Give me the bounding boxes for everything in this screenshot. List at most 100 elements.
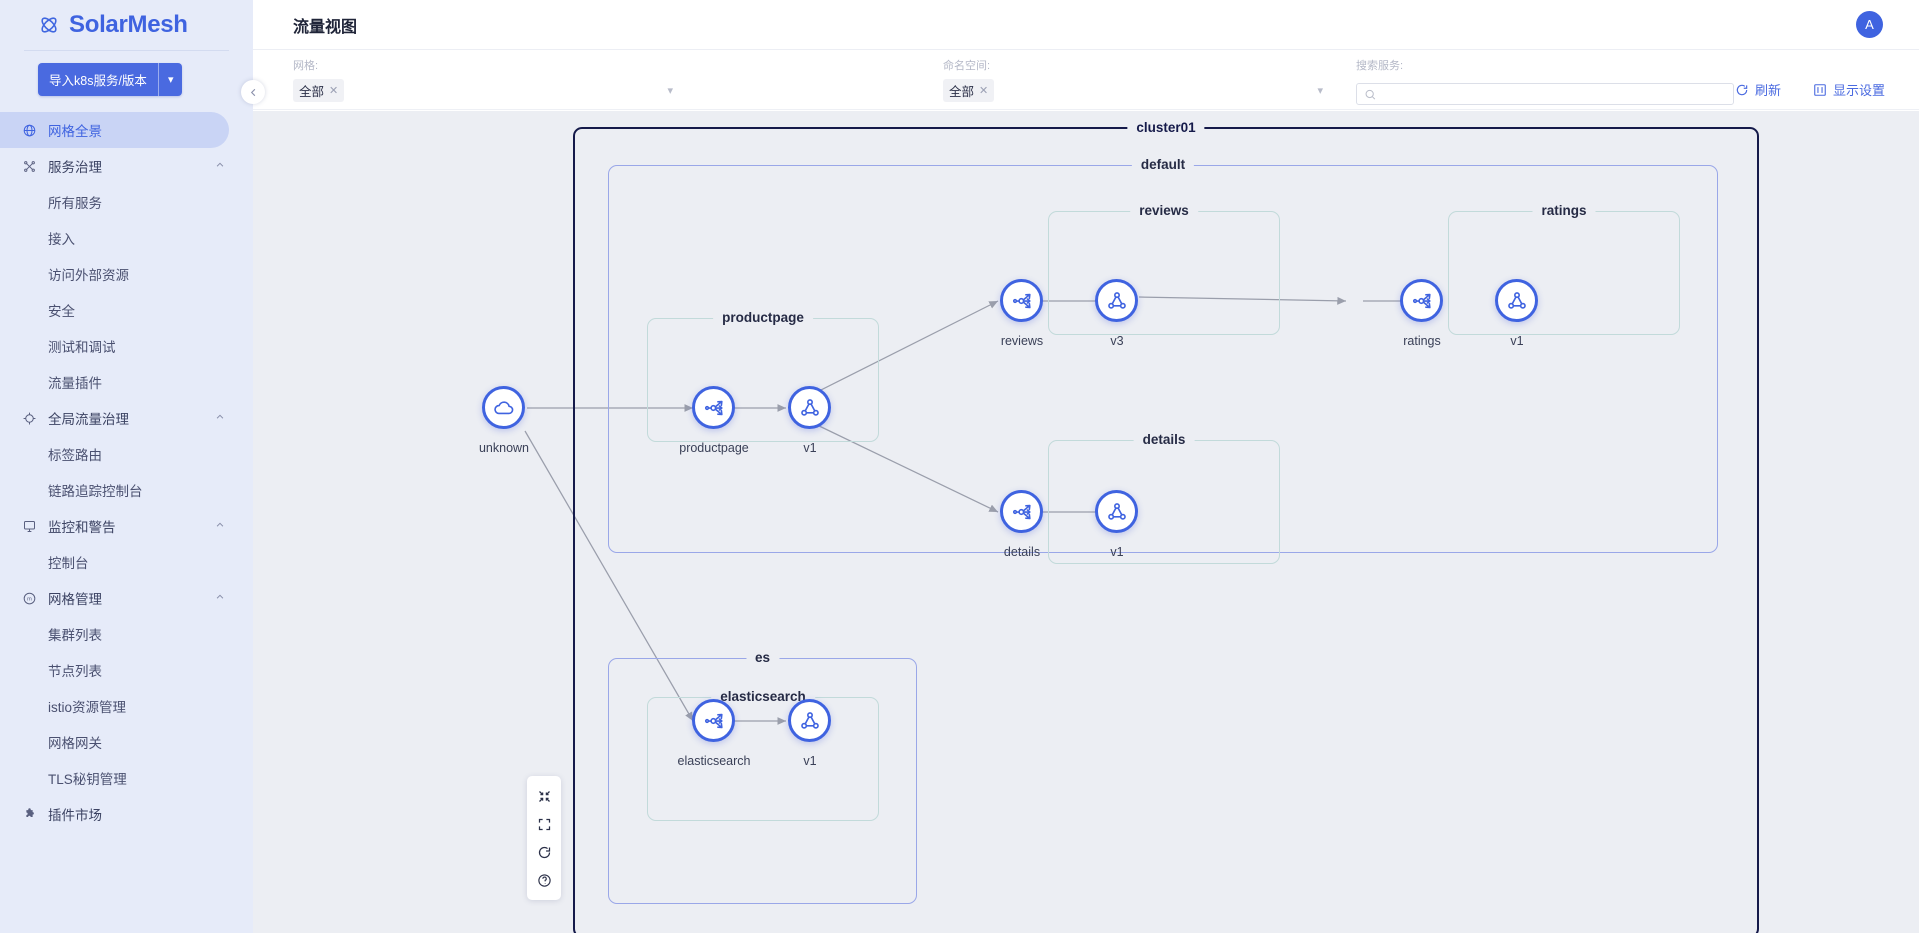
sidebar-subitem-TLS秘钥管理[interactable]: TLS秘钥管理 <box>0 760 253 796</box>
sidebar-item-label: 服务治理 <box>48 160 102 175</box>
sidebar-subitem-label: 安全 <box>48 304 75 319</box>
sidebar-subitem-集群列表[interactable]: 集群列表 <box>0 616 253 652</box>
avatar[interactable]: A <box>1856 11 1883 38</box>
search-input[interactable] <box>1381 86 1733 102</box>
workload-icon[interactable] <box>1095 490 1138 533</box>
sidebar-subitem-访问外部资源[interactable]: 访问外部资源 <box>0 256 253 292</box>
chevron-down-icon[interactable]: ▾ <box>667 84 673 97</box>
service-box-elasticsearch[interactable]: elasticsearch <box>647 689 879 821</box>
workload-icon[interactable] <box>1095 279 1138 322</box>
help-icon[interactable] <box>527 866 561 894</box>
sidebar-subitem-链路追踪控制台[interactable]: 链路追踪控制台 <box>0 472 253 508</box>
sidebar-item-全局流量治理[interactable]: 全局流量治理 <box>0 400 253 436</box>
workload-icon[interactable] <box>788 699 831 742</box>
close-icon[interactable]: ✕ <box>979 84 989 97</box>
import-button-divider <box>157 63 159 96</box>
traffic-graph-canvas[interactable]: cluster01 default es productpage reviews… <box>253 111 1919 933</box>
refresh-icon <box>1736 84 1748 95</box>
chevron-down-icon[interactable]: ▾ <box>167 74 174 86</box>
graph-node-reviews-v3[interactable]: v3 <box>1093 279 1141 348</box>
namespace-label: default <box>1131 157 1195 172</box>
import-k8s-service-button[interactable]: 导入k8s服务/版本 ▾ <box>38 63 183 96</box>
graph-node-ratings-v1[interactable]: v1 <box>1493 279 1541 348</box>
sidebar-subitem-所有服务[interactable]: 所有服务 <box>0 184 253 220</box>
sidebar-subitem-label: 集群列表 <box>48 628 102 643</box>
chevron-up-icon[interactable] <box>215 160 225 173</box>
fit-screen-icon[interactable] <box>527 810 561 838</box>
graph-node-details-v1[interactable]: v1 <box>1093 490 1141 559</box>
workload-icon[interactable] <box>788 386 831 429</box>
service-label: ratings <box>1532 203 1596 218</box>
namespace-box-es[interactable]: es <box>608 650 917 904</box>
close-icon[interactable]: ✕ <box>329 84 339 97</box>
reload-icon[interactable] <box>527 838 561 866</box>
sidebar-subitem-控制台[interactable]: 控制台 <box>0 544 253 580</box>
shrink-icon[interactable] <box>527 782 561 810</box>
sidebar-collapse-button[interactable] <box>241 80 265 104</box>
sidebar-subitem-网格网关[interactable]: 网格网关 <box>0 724 253 760</box>
graph-node-label: v1 <box>1110 545 1124 559</box>
chevron-down-icon[interactable]: ▾ <box>1317 84 1323 97</box>
sidebar-subitem-安全[interactable]: 安全 <box>0 292 253 328</box>
sidebar-item-服务治理[interactable]: 服务治理 <box>0 148 253 184</box>
workload-icon[interactable] <box>1495 279 1538 322</box>
namespace-filter-select[interactable]: 全部 ✕ ▾ <box>943 78 1323 102</box>
service-label: reviews <box>1130 203 1198 218</box>
filter-bar: 网格: 全部 ✕ ▾ 命名空间: 全部 ✕ ▾ 搜索服务: <box>253 50 1919 110</box>
sidebar-subitem-label: 测试和调试 <box>48 340 116 355</box>
graph-node-label: ratings <box>1403 334 1441 348</box>
sidebar-subitem-label: 接入 <box>48 232 75 247</box>
sidebar-subitem-接入[interactable]: 接入 <box>0 220 253 256</box>
graph-node-reviews[interactable]: reviews <box>998 279 1046 348</box>
graph-node-label: v1 <box>1510 334 1524 348</box>
namespace-filter-label: 命名空间: <box>943 60 991 72</box>
sidebar-subitem-label: 节点列表 <box>48 664 102 679</box>
sidebar-subitem-测试和调试[interactable]: 测试和调试 <box>0 328 253 364</box>
namespace-filter: 命名空间: 全部 ✕ ▾ <box>943 57 1323 102</box>
graph-node-productpage-v1[interactable]: v1 <box>786 386 834 455</box>
graph-node-unknown[interactable]: unknown <box>479 386 529 455</box>
sidebar-subitem-流量插件[interactable]: 流量插件 <box>0 364 253 400</box>
service-split-icon[interactable] <box>1000 279 1043 322</box>
service-label: details <box>1133 432 1195 447</box>
service-box-ratings[interactable]: ratings <box>1448 203 1680 335</box>
sidebar-subitem-标签路由[interactable]: 标签路由 <box>0 436 253 472</box>
nodes-icon <box>20 159 38 174</box>
sidebar-item-label: 网格管理 <box>48 592 102 607</box>
graph-node-details[interactable]: details <box>998 490 1046 559</box>
graph-node-elasticsearch-v1[interactable]: v1 <box>786 699 834 768</box>
mesh-filter-select[interactable]: 全部 ✕ ▾ <box>293 78 673 102</box>
graph-node-label: elasticsearch <box>677 754 751 768</box>
search-box[interactable] <box>1356 83 1734 105</box>
sidebar-subitem-label: TLS秘钥管理 <box>48 772 127 787</box>
sidebar-item-监控和警告[interactable]: 监控和警告 <box>0 508 253 544</box>
graph-node-label: unknown <box>478 441 530 455</box>
service-box-productpage[interactable]: productpage <box>647 310 879 442</box>
display-settings-button[interactable]: 显示设置 <box>1813 80 1885 99</box>
cloud-icon[interactable] <box>482 386 525 429</box>
sidebar-item-label: 监控和警告 <box>48 520 116 535</box>
cluster-box-cluster01[interactable]: cluster01 <box>573 120 1759 933</box>
graph-node-productpage[interactable]: productpage <box>679 386 749 455</box>
sidebar-item-插件市场[interactable]: 插件市场 <box>0 796 253 832</box>
mesh-filter: 网格: 全部 ✕ ▾ <box>293 57 673 102</box>
service-box-details[interactable]: details <box>1048 432 1280 564</box>
graph-node-elasticsearch[interactable]: elasticsearch <box>678 699 750 768</box>
sidebar-item-网格全景[interactable]: 网格全景 <box>0 112 229 148</box>
mesh-filter-label: 网格: <box>293 60 319 72</box>
service-split-icon[interactable] <box>692 386 735 429</box>
service-split-icon[interactable] <box>692 699 735 742</box>
namespace-box-default[interactable]: default <box>608 157 1718 553</box>
sidebar-subitem-istio资源管理[interactable]: istio资源管理 <box>0 688 253 724</box>
chevron-up-icon[interactable] <box>215 412 225 425</box>
graph-node-ratings[interactable]: ratings <box>1398 279 1446 348</box>
service-box-reviews[interactable]: reviews <box>1048 203 1280 335</box>
service-split-icon[interactable] <box>1400 279 1443 322</box>
refresh-button[interactable]: 刷新 <box>1735 80 1781 99</box>
chevron-up-icon[interactable] <box>215 592 225 605</box>
service-split-icon[interactable] <box>1000 490 1043 533</box>
sidebar-subitem-节点列表[interactable]: 节点列表 <box>0 652 253 688</box>
route-icon <box>20 411 38 426</box>
chevron-up-icon[interactable] <box>215 520 225 533</box>
